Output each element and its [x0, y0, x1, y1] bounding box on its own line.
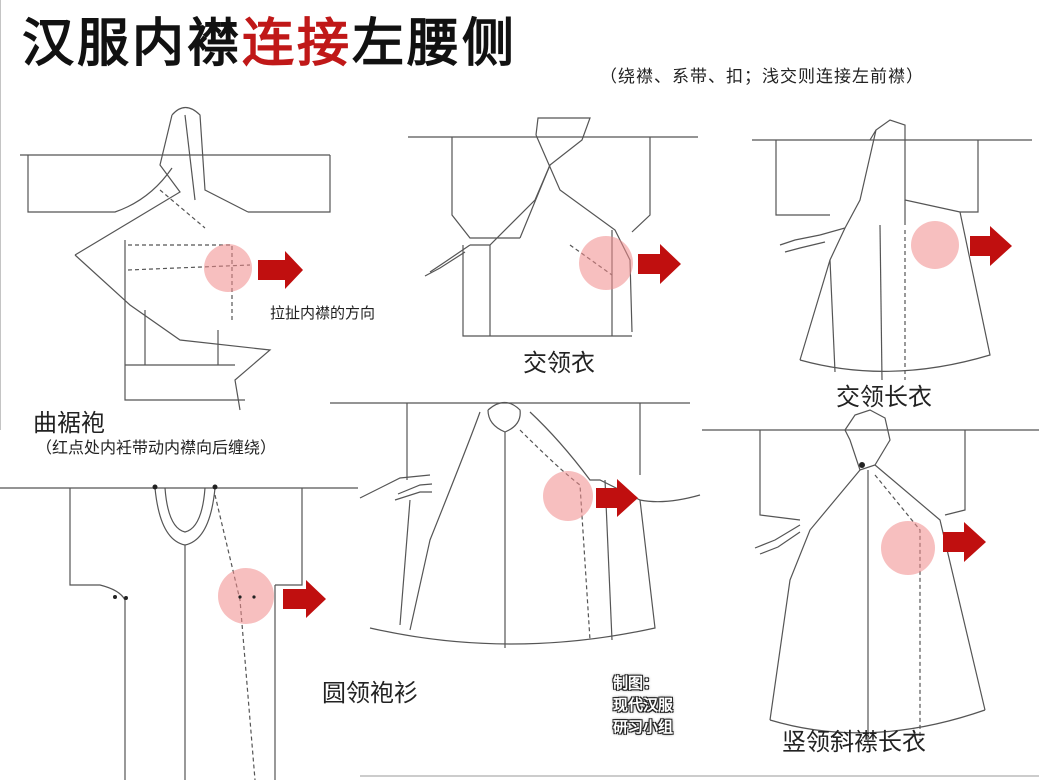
title-part-3: 左腰侧 — [352, 13, 518, 74]
qujupao-arrow-icon — [258, 251, 303, 289]
jiaolingyi-red-spot — [579, 236, 633, 290]
title-part-2-highlight: 连接 — [242, 13, 353, 74]
jiaolingchangyi-label: 交领长衣 — [836, 383, 932, 411]
yuanling-button-dot-4 — [124, 596, 128, 600]
qujupao-label: 曲裾袍 — [33, 409, 105, 437]
yuanling-button-dot-2 — [212, 484, 218, 490]
yuanlingpaoshan-label: 圆领袍衫 — [322, 679, 418, 707]
yuanling-button-dot-1 — [152, 484, 158, 490]
page-subtitle: （绕襟、系带、扣；浅交则连接左前襟） — [600, 67, 924, 87]
shulingxiejinchangyi-red-spot — [881, 521, 935, 575]
shulingxiejinchangyi-label: 竖领斜襟长衣 — [782, 728, 926, 756]
credit-line-3: 研习小组 — [613, 718, 674, 736]
credit-line-1: 制图： — [613, 674, 659, 692]
qujupao-red-spot — [204, 244, 252, 292]
jiaolingchangyi-red-spot — [911, 221, 959, 269]
credit-block: 制图： 现代汉服 研习小组 — [613, 672, 673, 738]
page-title: 汉服内襟连接左腰侧 — [22, 18, 517, 70]
shuling-collar-button-dot — [859, 462, 865, 468]
yuanling-button-dot-3 — [113, 595, 117, 599]
yuanlingpaoshan-drawing — [0, 487, 358, 780]
jiaolingchangyi-arrow-icon — [970, 226, 1012, 266]
qujupao-note-label: （红点处内衽带动内襟向后缠绕） — [36, 438, 277, 457]
yuanling-changyi-drawing — [330, 401, 701, 648]
qujupao-drawing — [20, 106, 331, 411]
yuanlingpaoshan-arrow-icon — [283, 580, 326, 618]
shulingxiejinchangyi-drawing — [702, 409, 1039, 745]
yuanling-inner-dot-2 — [252, 595, 256, 599]
yuanling-inner-dot-1 — [238, 595, 242, 599]
credit-line-2: 现代汉服 — [613, 696, 674, 714]
jiaolingchangyi-drawing — [752, 119, 1032, 381]
jiaolingyi-arrow-icon — [638, 244, 681, 284]
jiaolingyi-label: 交领衣 — [523, 349, 595, 377]
jiaolingyi-drawing — [408, 117, 698, 337]
pull-direction-label: 拉扯内襟的方向 — [270, 304, 376, 322]
title-part-1: 汉服内襟 — [22, 13, 243, 74]
shulingxiejinchangyi-arrow-icon — [943, 522, 986, 562]
yuanling-changyi-arrow-icon — [596, 479, 638, 517]
yuanlingpaoshan-red-spot — [218, 568, 274, 624]
yuanling-changyi-red-spot — [543, 471, 593, 521]
